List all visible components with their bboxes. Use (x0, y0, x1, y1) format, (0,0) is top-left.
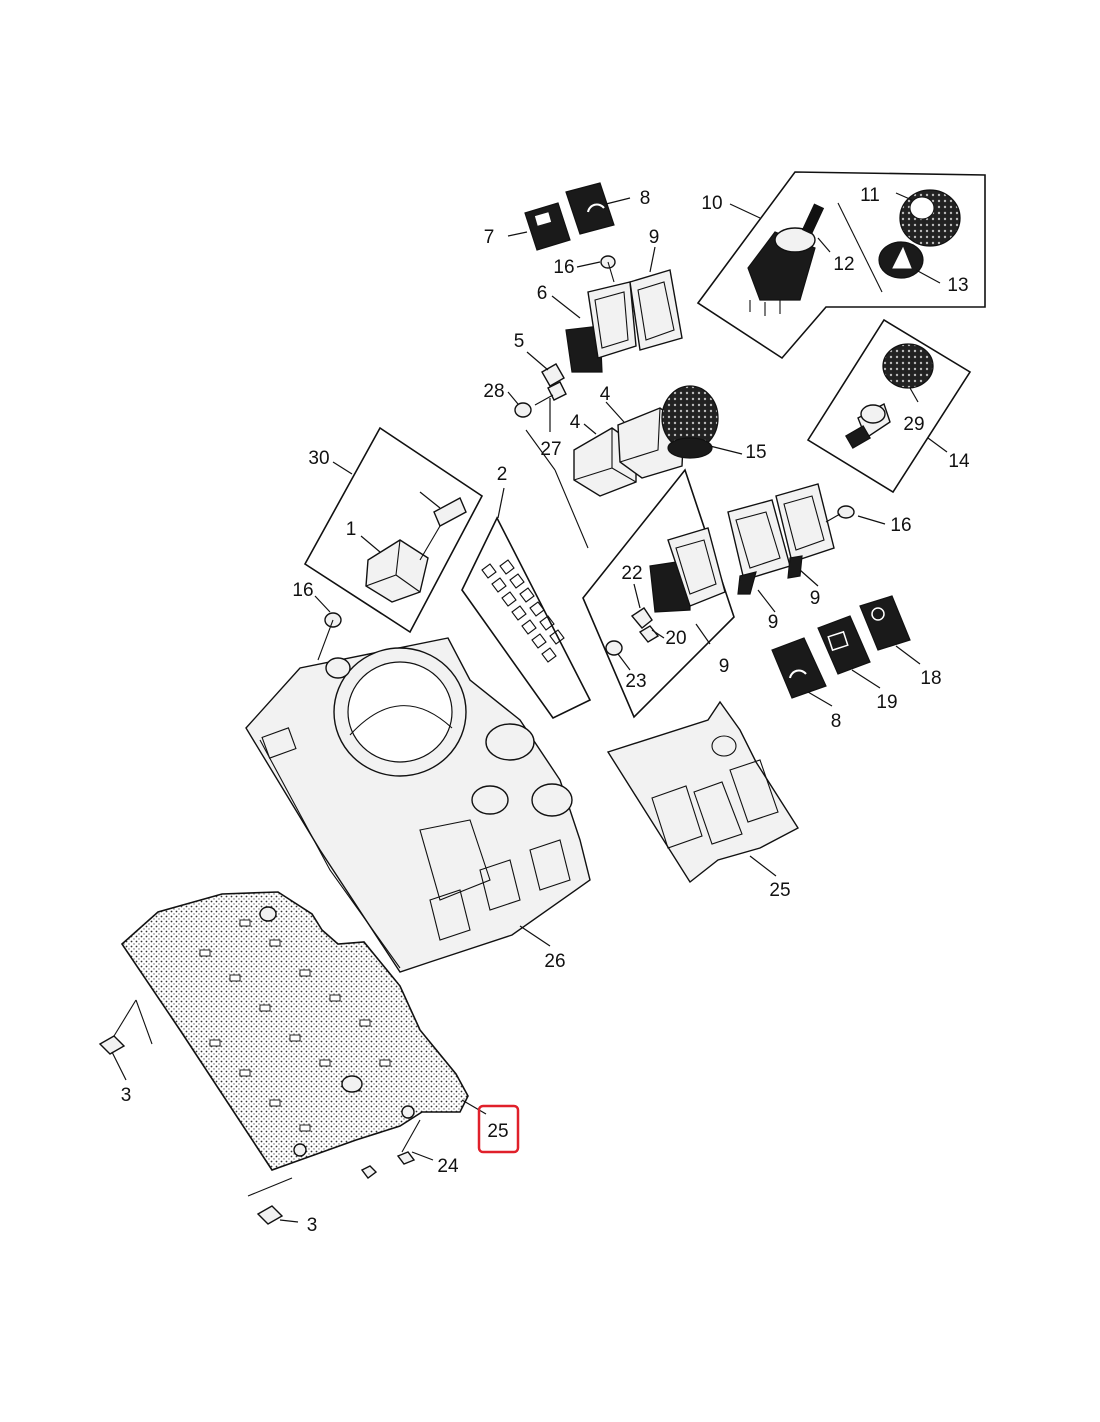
part-rotary-switch (747, 203, 825, 316)
callout-16-left: 16 (292, 580, 313, 601)
part-terminal-strip (461, 429, 592, 720)
callout-labels: 7 8 10 11 12 13 16 9 6 5 28 27 4 4 15 29… (121, 185, 970, 1236)
callout-11: 11 (860, 185, 880, 206)
callout-23: 25 (769, 880, 790, 901)
highlight-box[interactable] (477, 1104, 520, 1154)
callout-27: 28 (483, 381, 504, 402)
callout-3-bottom: 3 (307, 1215, 318, 1236)
part-relays (573, 385, 719, 497)
callout-19: 20 (665, 628, 686, 649)
callout-24: 26 (544, 951, 565, 972)
callout-17: 18 (920, 668, 941, 689)
callout-9-top: 9 (649, 227, 660, 248)
callout-15: 15 (745, 442, 766, 463)
callout-9-right-a: 9 (768, 612, 779, 633)
enclosure-14-28 (806, 318, 972, 494)
callout-8-top: 8 (640, 188, 651, 209)
callout-18: 19 (876, 692, 897, 713)
enclosure-9-19-20-21 (582, 468, 735, 719)
callout-21: 23 (625, 671, 646, 692)
callout-7: 7 (484, 227, 495, 248)
part-main-housing (245, 612, 591, 973)
enclosure-1-29-30 (303, 426, 484, 634)
enclosure-10-13 (696, 171, 986, 360)
part-hazard-button (878, 241, 924, 279)
part-rocker-switch-right (727, 483, 855, 595)
callout-9-right-b: 9 (810, 588, 821, 609)
part-small-clips-top (514, 363, 567, 418)
callout-13: 13 (947, 275, 968, 296)
callout-20: 22 (621, 563, 642, 584)
callout-29: 30 (308, 448, 329, 469)
callout-12: 12 (833, 254, 854, 275)
callout-3-left: 3 (121, 1085, 132, 1106)
callout-6: 6 (537, 283, 548, 304)
part-symbol-plates-top (524, 182, 615, 251)
callout-1: 1 (346, 519, 357, 540)
callout-25[interactable]: 25 (487, 1121, 508, 1142)
part-knob (899, 189, 961, 247)
callout-26: 27 (540, 439, 561, 460)
part-symbol-plates-bottom (771, 595, 911, 699)
callout-16-right: 16 (890, 515, 911, 536)
part-rocker-switch-top (565, 255, 683, 373)
callout-28: 29 (903, 414, 924, 435)
callout-4-top: 4 (600, 384, 611, 405)
callout-2: 2 (497, 464, 508, 485)
part-cover-plate (606, 700, 799, 884)
callout-14: 14 (948, 451, 970, 472)
callout-10: 10 (701, 193, 722, 214)
callout-9-box: 9 (719, 656, 730, 677)
callout-22: 24 (437, 1156, 459, 1177)
callout-8-bottom: 8 (831, 711, 842, 732)
callout-16-top: 16 (553, 257, 574, 278)
leader-lines (111, 192, 948, 1223)
part-circuit-board (98, 891, 469, 1225)
callout-4: 4 (570, 412, 581, 433)
callout-5: 5 (514, 331, 525, 352)
